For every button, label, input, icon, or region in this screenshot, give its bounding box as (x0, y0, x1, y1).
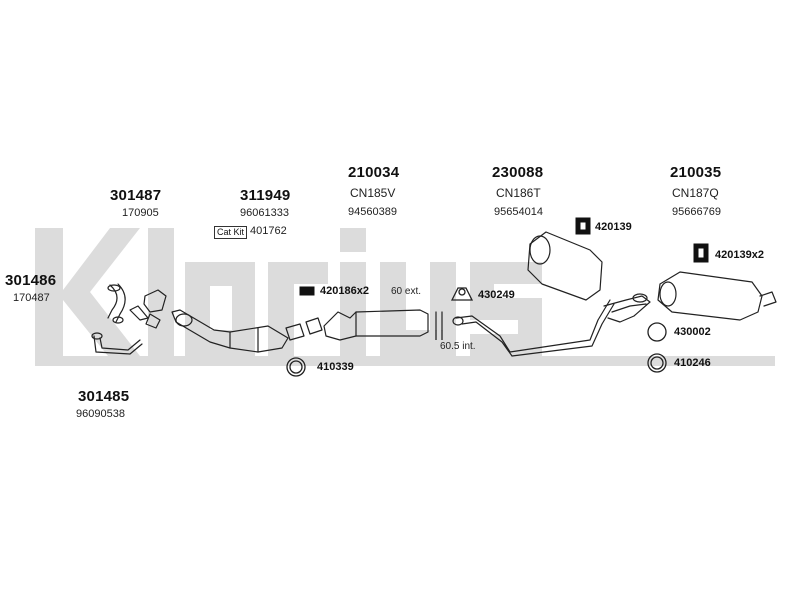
rear-pipe-210035 (603, 295, 651, 323)
part-number-301487: 301487 (110, 187, 162, 204)
part-number-210034: 210034 (348, 164, 400, 181)
bracket-icon-430249 (450, 287, 474, 301)
dimension-note: 60.5 int. (440, 341, 476, 352)
oem-code-230088: CN186T (496, 186, 541, 200)
oem-ref-311949: 96061333 (240, 207, 289, 219)
oem-code-210034: CN185V (350, 186, 396, 200)
fitting-note-60-ext: 60 ext. (391, 286, 422, 297)
oem-ref-230088: 95654014 (494, 206, 543, 218)
silencer-230088 (527, 231, 603, 301)
fitting-label-420139: 420139 (595, 221, 632, 233)
oem-ref-210035: 95666769 (672, 206, 721, 218)
intermediate-pipe-230088 (455, 299, 615, 357)
part-number-301486: 301486 (5, 272, 57, 289)
fitting-label-420186: 420186x2 (320, 285, 369, 297)
fitting-label-410246: 410246 (674, 357, 711, 369)
hanger-icon-420139x2 (693, 243, 709, 263)
oem-ref-301487: 170905 (122, 207, 159, 219)
fitting-label-430002: 430002 (674, 326, 711, 338)
part-number-311949: 311949 (240, 187, 291, 204)
fitting-label-410339: 410339 (317, 361, 354, 373)
oem-ref-301485: 96090538 (76, 408, 125, 420)
gasket-icon-410246 (647, 353, 667, 373)
middle-silencer-210034 (323, 309, 429, 341)
fitting-label-430249: 430249 (478, 289, 515, 301)
catkit-badge: Cat Kit (214, 226, 248, 239)
part-number-230088: 230088 (492, 164, 544, 181)
front-pipe-301487 (107, 283, 126, 323)
catalyst-311949 (171, 309, 289, 353)
clamp-icon-430002 (647, 322, 667, 342)
fitting-label-420139x2: 420139x2 (715, 249, 764, 261)
manifold-pipe-301485 (93, 335, 143, 355)
rear-silencer-210035 (657, 271, 763, 321)
catkit-code: 401762 (250, 225, 287, 237)
oem-ref-210034: 94560389 (348, 206, 397, 218)
part-number-210035: 210035 (670, 164, 722, 181)
oem-ref-301486: 170487 (13, 292, 50, 304)
hanger-icon-420186 (299, 286, 315, 296)
gasket-icon-410339 (286, 357, 306, 377)
part-number-301485: 301485 (78, 388, 130, 405)
hanger-icon-420139 (575, 217, 591, 235)
oem-code-210035: CN187Q (672, 186, 719, 200)
